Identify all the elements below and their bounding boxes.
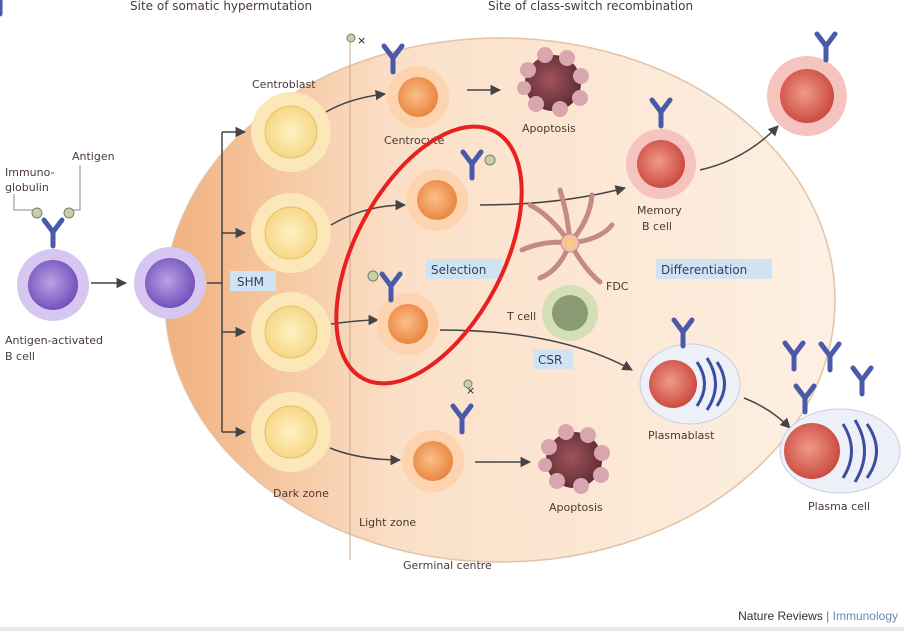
credit-separator: | — [826, 609, 830, 623]
centroblast-nucleus — [264, 305, 318, 359]
arrow — [699, 125, 779, 171]
leader-line — [13, 194, 33, 211]
antigen-dot-icon — [346, 33, 356, 43]
memory-b-cell-nucleus — [637, 140, 685, 188]
label-apoptosis-bottom: Apoptosis — [549, 501, 603, 514]
shm-box — [230, 271, 276, 291]
shm-label: SHM — [237, 275, 264, 289]
antibody-icon — [0, 0, 4, 17]
header-csr-site: Site of class-switch recombination — [488, 0, 693, 13]
centroblast-cells — [251, 92, 331, 472]
journal-credit: Nature Reviews | Immunology — [738, 609, 898, 623]
centrocyte-nucleus — [398, 77, 438, 117]
plasmablast-nucleus — [649, 360, 697, 408]
label-activated-b: Antigen-activated — [5, 334, 103, 347]
arrow — [330, 199, 407, 226]
er-line — [841, 423, 853, 479]
selection-label: Selection — [431, 263, 486, 277]
t-cell-nucleus — [552, 295, 588, 331]
centroblast-nucleus — [264, 206, 318, 260]
x-mark-icon: × — [466, 384, 475, 397]
er-line — [695, 361, 706, 407]
differentiation-box — [656, 259, 772, 279]
selection-box — [426, 259, 502, 279]
label-activated-b-2: B cell — [5, 350, 35, 363]
label-plasmablast: Plasmablast — [648, 429, 715, 442]
label-apoptosis-top: Apoptosis — [522, 122, 576, 135]
bcr-antibody-icon — [817, 34, 835, 60]
csr-box — [533, 349, 573, 369]
label-fdc: FDC — [606, 280, 629, 293]
label-t-cell: T cell — [506, 310, 536, 323]
memory-b-cell-exit-nucleus — [780, 69, 834, 123]
csr-label: CSR — [538, 353, 562, 367]
er-line — [865, 423, 878, 479]
bottom-bar — [0, 627, 904, 631]
centroblast-nucleus — [264, 405, 318, 459]
label-plasma-cell: Plasma cell — [808, 500, 870, 513]
differentiation-label: Differentiation — [661, 263, 747, 277]
arrow — [329, 447, 402, 466]
antigen-dot-icon — [463, 379, 473, 389]
label-antigen: Antigen — [72, 150, 115, 163]
header-shm-site: Site of somatic hypermutation — [130, 0, 312, 13]
highlight-ring — [334, 124, 524, 386]
er-line — [715, 361, 726, 407]
label-germinal-centre: Germinal centre — [403, 559, 492, 572]
label-memory-2: B cell — [642, 220, 672, 233]
arrow — [479, 185, 627, 206]
label-memory: Memory — [637, 204, 682, 217]
arrow — [743, 397, 791, 429]
er-line — [853, 419, 866, 483]
centroblast-nucleus — [264, 105, 318, 159]
antigen-dot-icon — [367, 270, 379, 282]
proliferating-b-cell-nucleus — [145, 258, 195, 308]
antigen-dot-icon — [31, 207, 43, 219]
apoptotic-cell-bottom — [538, 424, 610, 494]
credit-section: Immunology — [832, 609, 898, 623]
label-centroblast: Centroblast — [252, 78, 316, 91]
credit-journal-name: Nature Reviews — [738, 609, 823, 623]
x-mark-icon: × — [357, 34, 366, 47]
antigen-dot-icon — [484, 154, 496, 166]
bcr-antibody-icon — [44, 220, 62, 246]
leader-line — [73, 165, 81, 211]
antigen-dot-icon — [63, 207, 75, 219]
label-immunoglobulin: Immuno- — [5, 166, 55, 179]
fdc-nucleus — [567, 240, 573, 246]
selected-centrocyte-nucleus — [417, 180, 457, 220]
label-light-zone: Light zone — [359, 516, 416, 529]
er-line — [705, 357, 717, 411]
secreted-antibody-icon — [853, 368, 871, 394]
label-immunoglobulin-2: globulin — [5, 181, 49, 194]
selected-centrocyte-nucleus — [388, 304, 428, 344]
centrocyte-negative-nucleus — [413, 441, 453, 481]
apoptotic-cell-top — [517, 47, 589, 117]
activated-b-cell-nucleus — [28, 260, 78, 310]
plasma-cell-nucleus — [784, 423, 840, 479]
label-dark-zone: Dark zone — [273, 487, 329, 500]
arrow — [325, 89, 387, 113]
